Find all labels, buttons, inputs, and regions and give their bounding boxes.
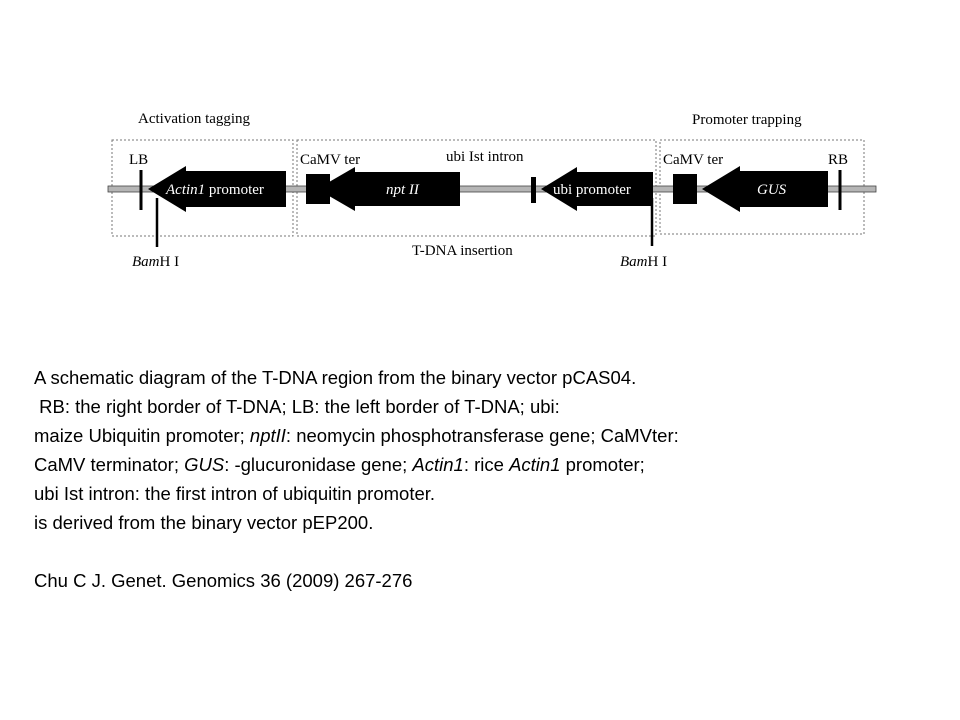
tdna-schematic-diagram: Activation tagging Promoter trapping LB … (107, 111, 877, 270)
lb-label: LB (129, 152, 148, 168)
ubi-promoter-arrow (541, 167, 653, 211)
tdna-insertion-label: T-DNA insertion (412, 243, 513, 259)
actin1-promoter-arrow (148, 166, 286, 212)
ubi-promoter-label: ubi promoter (553, 182, 631, 198)
caption-line-4: CaMV terminator; GUS: -glucuronidase gen… (34, 454, 645, 475)
camv-ter-right-label: CaMV ter (663, 152, 723, 168)
caption-line-5: ubi Ist intron: the first intron of ubiq… (34, 483, 436, 504)
ubi-intron-block (531, 177, 536, 203)
rb-label: RB (828, 152, 848, 168)
ubi-ist-intron-label: ubi Ist intron (446, 149, 524, 165)
activation-tagging-title: Activation tagging (138, 111, 251, 127)
npt-ii-label: npt II (386, 182, 420, 198)
caption-spacer (34, 537, 934, 566)
caption-line-3: maize Ubiquitin promoter; nptII: neomyci… (34, 425, 679, 446)
actin1-promoter-label: Actin1 promoter (165, 182, 264, 198)
npt-ii-arrow (317, 167, 460, 211)
promoter-trapping-title: Promoter trapping (692, 112, 802, 128)
caption-line-6: is derived from the binary vector pEP200… (34, 512, 374, 533)
gus-arrow (702, 166, 828, 212)
figure-caption: A schematic diagram of the T-DNA region … (34, 363, 934, 595)
gus-label: GUS (757, 182, 787, 198)
camv-ter-right-block (673, 174, 697, 204)
camv-ter-left-label: CaMV ter (300, 152, 360, 168)
caption-line-2: RB: the right border of T-DNA; LB: the l… (39, 396, 560, 417)
citation: Chu C J. Genet. Genomics 36 (2009) 267-2… (34, 570, 413, 591)
bamh1-left-label: BamH I (132, 254, 179, 270)
caption-line-1: A schematic diagram of the T-DNA region … (34, 367, 637, 388)
tdna-backbone (107, 185, 877, 193)
bamh1-right-label: BamH I (620, 254, 667, 270)
